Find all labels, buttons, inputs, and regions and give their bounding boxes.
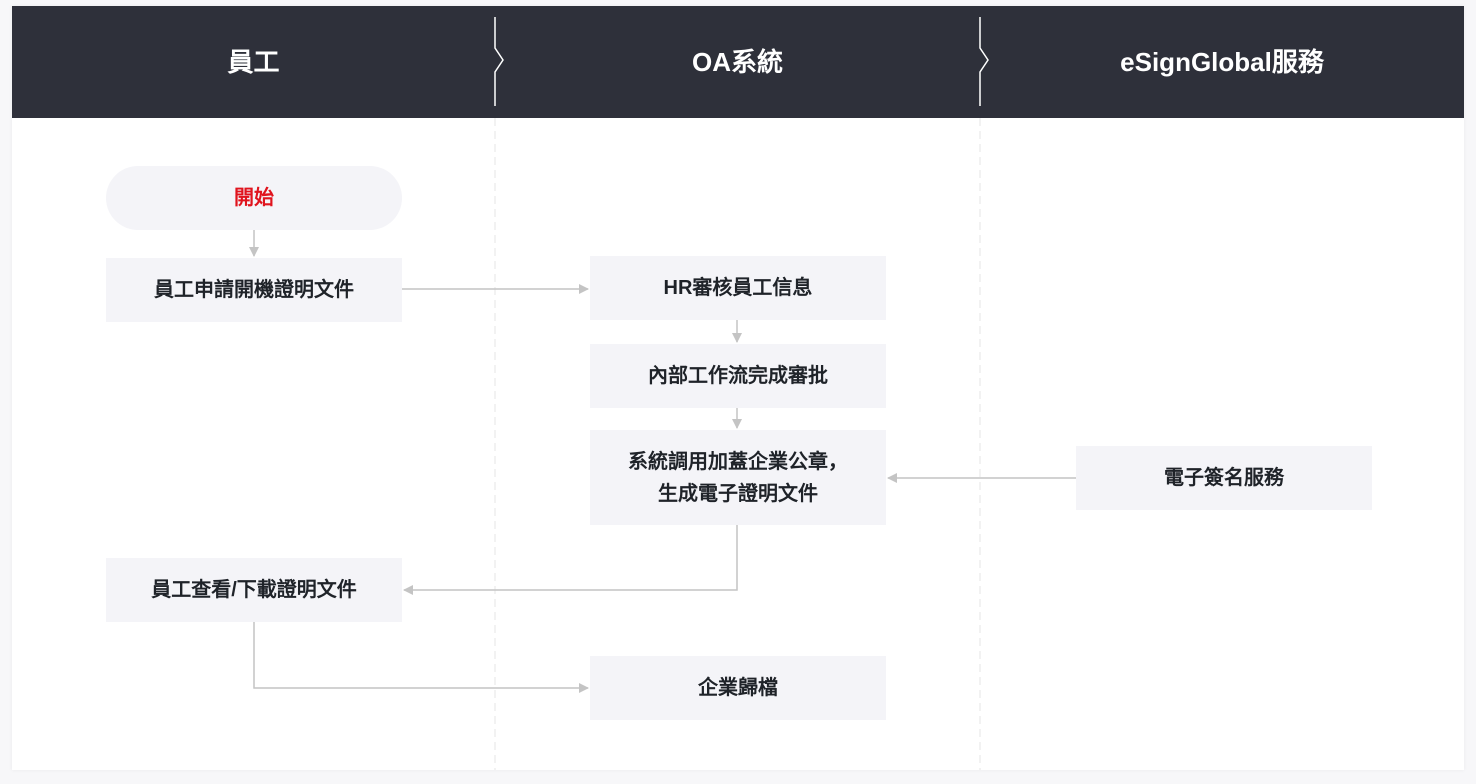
node-esign: 電子簽名服務 xyxy=(1076,446,1372,510)
lane-dividers xyxy=(494,17,989,770)
swimlane-header xyxy=(12,6,1464,118)
arrow-download-archive xyxy=(253,622,589,693)
node-generate-line1: 系統調用加蓋企業公章， xyxy=(628,450,848,473)
node-download: 員工查看/下載證明文件 xyxy=(106,558,402,622)
lane-esign-title: eSignGlobal服務 xyxy=(1120,47,1324,77)
node-generate: 系統調用加蓋企業公章， 生成電子證明文件 xyxy=(590,430,886,525)
lane-employee-title: 員工 xyxy=(227,47,280,77)
node-apply: 員工申請開機證明文件 xyxy=(106,258,402,322)
lane-oa-title: OA系統 xyxy=(691,47,783,77)
node-archive: 企業歸檔 xyxy=(590,656,886,720)
arrow-generate-download xyxy=(403,525,738,595)
node-generate-line2: 生成電子證明文件 xyxy=(658,482,818,505)
header-chevron-1 xyxy=(494,17,504,106)
node-approval: 內部工作流完成審批 xyxy=(590,344,886,408)
start-node: 開始 xyxy=(106,166,402,230)
header-chevron-2 xyxy=(979,17,989,106)
node-hr-review: HR審核員工信息 xyxy=(590,256,886,320)
